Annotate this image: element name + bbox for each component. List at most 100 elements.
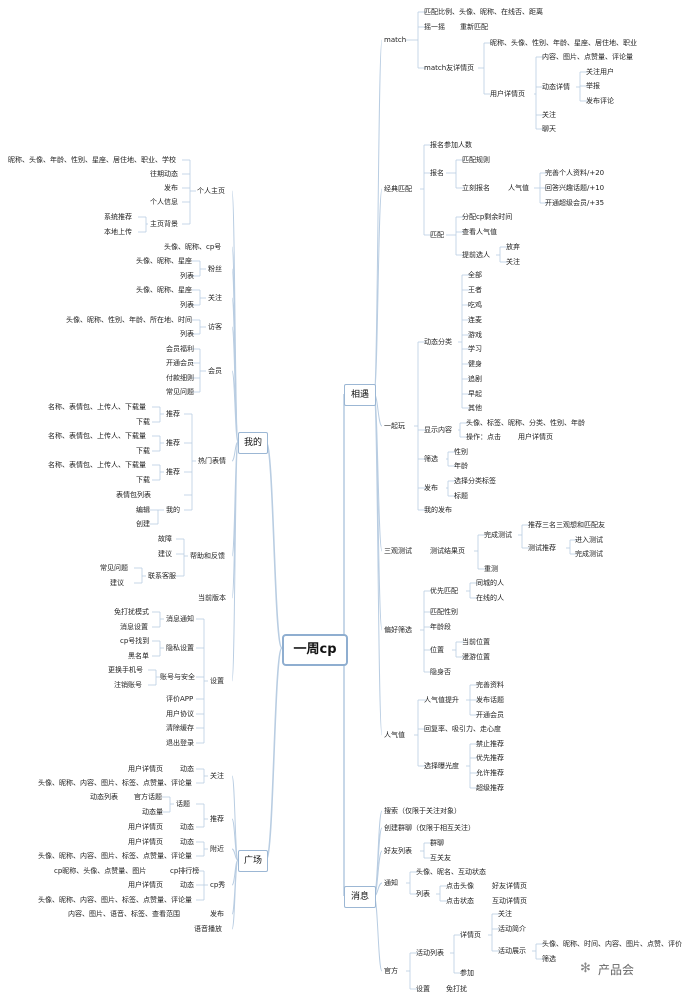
- node-g-c-rank[interactable]: cp排行榜: [170, 867, 200, 875]
- node-settings[interactable]: 设置: [210, 677, 224, 685]
- node-cat-5[interactable]: 游戏: [468, 331, 482, 339]
- node-op-click[interactable]: 操作：点击: [466, 433, 501, 441]
- node-visitor-list[interactable]: 列表: [180, 330, 194, 338]
- node-g-c-ud[interactable]: 用户详情页: [128, 881, 163, 889]
- node-hot-dl-3[interactable]: 下载: [136, 476, 150, 484]
- node-priority[interactable]: 优先匹配: [430, 587, 458, 595]
- node-set-priv-1[interactable]: cp号找到: [120, 637, 150, 645]
- node-exp-1[interactable]: 禁止推荐: [476, 740, 504, 748]
- node-comment[interactable]: 发布评论: [586, 97, 614, 105]
- node-set-msg-1[interactable]: 免打扰模式: [114, 608, 149, 616]
- node-fans[interactable]: 粉丝: [208, 265, 222, 273]
- node-g-follow[interactable]: 关注: [210, 772, 224, 780]
- node-w-follow-list[interactable]: 列表: [180, 301, 194, 309]
- node-no-disturb[interactable]: 免打扰: [446, 985, 467, 993]
- node-home-publish[interactable]: 发布: [164, 184, 178, 192]
- node-help[interactable]: 帮助和反馈: [190, 552, 225, 560]
- node-help-bug[interactable]: 故障: [158, 535, 172, 543]
- node-set-logout[interactable]: 退出登录: [166, 739, 194, 747]
- node-play-together[interactable]: 一起玩: [384, 422, 405, 430]
- node-classic[interactable]: 经典匹配: [384, 185, 412, 193]
- node-g-n-dyn[interactable]: 动态: [180, 838, 194, 846]
- node-dyn-category[interactable]: 动态分类: [424, 338, 452, 346]
- node-cat-3[interactable]: 吃鸡: [468, 301, 482, 309]
- node-exp-3[interactable]: 允许推荐: [476, 769, 504, 777]
- node-signup[interactable]: 报名: [430, 169, 444, 177]
- branch-guangchang[interactable]: 广场: [238, 850, 268, 872]
- node-home-bg-sys[interactable]: 系统推荐: [104, 213, 132, 221]
- node-msg-create-group[interactable]: 创建群聊（仅限于相互关注）: [384, 824, 475, 832]
- node-pub-tag[interactable]: 选择分类标签: [454, 477, 496, 485]
- node-member[interactable]: 会员: [208, 367, 222, 375]
- node-set-privacy[interactable]: 隐私设置: [166, 644, 194, 652]
- node-exp-2[interactable]: 优先推荐: [476, 754, 504, 762]
- node-hot-rec-3[interactable]: 推荐: [166, 468, 180, 476]
- node-g-r-official[interactable]: 官方话题: [134, 793, 162, 801]
- node-cat-6[interactable]: 学习: [468, 345, 482, 353]
- node-mutual[interactable]: 互关友: [430, 854, 451, 862]
- node-interact-detail[interactable]: 互动详情页: [492, 897, 527, 905]
- node-cat-9[interactable]: 早起: [468, 390, 482, 398]
- node-hidden[interactable]: 隐身否: [430, 668, 451, 676]
- node-my-publish[interactable]: 我的发布: [424, 506, 452, 514]
- node-view-pop[interactable]: 查看人气值: [462, 228, 497, 236]
- node-chat[interactable]: 聊天: [542, 125, 556, 133]
- node-publish[interactable]: 发布: [424, 484, 438, 492]
- node-hot-list[interactable]: 表情包列表: [116, 491, 151, 499]
- node-official[interactable]: 官方: [384, 967, 398, 975]
- node-pop-up-2[interactable]: 发布话题: [476, 696, 504, 704]
- node-location[interactable]: 位置: [430, 646, 444, 654]
- node-set-msg[interactable]: 消息通知: [166, 615, 194, 623]
- node-friend-detail[interactable]: 好友详情页: [492, 882, 527, 890]
- node-g-recommend[interactable]: 推荐: [210, 815, 224, 823]
- node-act-detail[interactable]: 详情页: [460, 931, 481, 939]
- node-set-msg-2[interactable]: 消息设置: [120, 623, 148, 631]
- node-match2[interactable]: 匹配: [430, 231, 444, 239]
- node-exp-4[interactable]: 超级推荐: [476, 784, 504, 792]
- node-report[interactable]: 举报: [586, 82, 600, 90]
- node-enter-test[interactable]: 进入测试: [575, 536, 603, 544]
- branch-xiangyu[interactable]: 相遇: [344, 384, 376, 406]
- node-exposure[interactable]: 选择曝光度: [424, 762, 459, 770]
- node-hot-dl-1[interactable]: 下载: [136, 418, 150, 426]
- node-finish-test[interactable]: 完成测试: [575, 550, 603, 558]
- node-hot-rec-2[interactable]: 推荐: [166, 439, 180, 447]
- node-set-agreement[interactable]: 用户协议: [166, 710, 194, 718]
- node-activity-list[interactable]: 活动列表: [416, 949, 444, 957]
- node-signup-now[interactable]: 立刻报名: [462, 184, 490, 192]
- node-member-3[interactable]: 付款细则: [166, 374, 194, 382]
- node-w-follow[interactable]: 关注: [208, 294, 222, 302]
- node-act-filter[interactable]: 筛选: [542, 955, 556, 963]
- node-pub-title[interactable]: 标题: [454, 492, 468, 500]
- node-preference[interactable]: 偏好筛选: [384, 626, 412, 634]
- node-notice[interactable]: 通知: [384, 879, 398, 887]
- node-home-bg[interactable]: 主页背景: [150, 220, 178, 228]
- node-match-sex[interactable]: 匹配性别: [430, 608, 458, 616]
- node-cat-7[interactable]: 健身: [468, 360, 482, 368]
- node-give-up[interactable]: 放弃: [506, 243, 520, 251]
- node-pop-up-3[interactable]: 开通会员: [476, 711, 504, 719]
- node-g-r-topic[interactable]: 话题: [176, 800, 190, 808]
- node-g-publish[interactable]: 发布: [210, 910, 224, 918]
- node-act-join[interactable]: 参加: [460, 969, 474, 977]
- node-hot-mine[interactable]: 我的: [166, 506, 180, 514]
- node-fans-list[interactable]: 列表: [180, 272, 194, 280]
- node-set-clear[interactable]: 清除缓存: [166, 724, 194, 732]
- node-cat-2[interactable]: 王者: [468, 286, 482, 294]
- node-home-bg-local[interactable]: 本地上传: [104, 228, 132, 236]
- node-rematch[interactable]: 重新匹配: [460, 23, 488, 31]
- node-act-follow[interactable]: 关注: [498, 910, 512, 918]
- node-retest[interactable]: 重测: [484, 565, 498, 573]
- node-g-c-dyn[interactable]: 动态: [180, 881, 194, 889]
- node-match-rule[interactable]: 匹配规则: [462, 156, 490, 164]
- node-help-sugg[interactable]: 建议: [158, 550, 172, 558]
- node-age-range[interactable]: 年龄段: [430, 623, 451, 631]
- node-op-target[interactable]: 用户详情页: [518, 433, 553, 441]
- branch-xiaoxi[interactable]: 消息: [344, 886, 376, 908]
- root-node[interactable]: 一周cp: [282, 634, 348, 666]
- node-dynamic-detail[interactable]: 动态详情: [542, 83, 570, 91]
- node-values-test[interactable]: 三观测试: [384, 547, 412, 555]
- node-user-detail[interactable]: 用户详情页: [490, 90, 525, 98]
- node-g-cpshow[interactable]: cp秀: [210, 881, 226, 889]
- node-hot-dl-2[interactable]: 下载: [136, 447, 150, 455]
